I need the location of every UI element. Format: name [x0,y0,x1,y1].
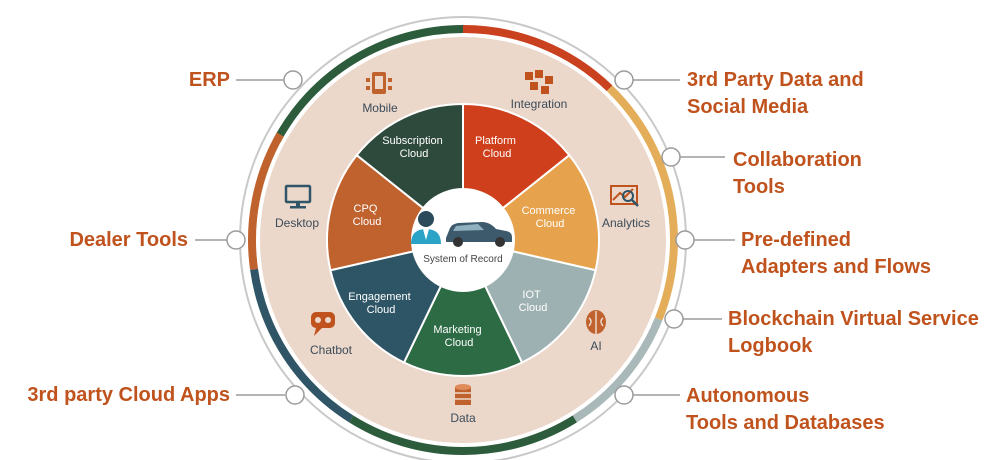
band-green-top [273,25,464,143]
mobile-label: Mobile [362,101,398,115]
third-party-data-callout[interactable]: 3rd Party Data and Social Media [687,67,864,121]
blockchain-line-2: Logbook [728,335,813,357]
erp-callout[interactable]: ERP [150,67,230,94]
cpq-cloud-label: CPQ Cloud [353,203,382,228]
blockchain-callout[interactable]: Blockchain Virtual Service Logbook [728,306,979,360]
autonomous-line-2: Tools and Databases [686,412,885,434]
chatbot-label: Chatbot [310,343,353,357]
data-label: Data [450,411,476,425]
third-party-cloud-apps-node[interactable] [285,385,305,405]
platform-cloud-label: Platform Cloud [475,135,519,160]
system-of-record-label: System of Record [423,254,502,265]
band-red-top [462,25,613,92]
dealer-tools-node[interactable] [226,230,246,250]
band-orange-left [248,132,284,270]
engagement-cloud-label: Engagement Cloud [348,291,413,316]
collaboration-tools-callout[interactable]: Collaboration Tools [733,147,862,201]
commerce-cloud-label: Commerce Cloud [522,205,579,230]
cloud-segments [326,102,600,377]
brain-icon [586,310,606,334]
dealer-tools-callout[interactable]: Dealer Tools [10,227,188,254]
desktop-label: Desktop [275,216,319,230]
integration-icon [525,70,553,94]
subscription-cloud-label: Subscription Cloud [382,135,446,160]
collaboration-tools-line-1: Collaboration [733,149,862,171]
band-green-bottom [349,415,577,455]
erp-node[interactable] [283,70,303,90]
third-party-data-node[interactable] [614,70,634,90]
third-party-cloud-apps-callout[interactable]: 3rd party Cloud Apps [0,382,230,409]
autonomous-node[interactable] [614,385,634,405]
collaboration-tools-node[interactable] [661,147,681,167]
predefined-adapters-line-1: Pre-defined [741,229,852,251]
person-icon [411,211,441,244]
blockchain-line-1: Blockchain Virtual Service [728,308,979,330]
marketing-cloud-label: Marketing Cloud [433,324,484,349]
mobile-icon [366,72,392,94]
predefined-adapters-line-2: Adapters and Flows [741,256,932,278]
analytics-icon [610,185,639,207]
predefined-adapters-node[interactable] [675,230,695,250]
colored-bands [248,25,678,455]
collaboration-tools-line-2: Tools [733,176,785,198]
third-party-data-line-1: 3rd Party Data and [687,69,864,91]
band-gray-right [572,317,663,423]
ai-label: AI [590,339,601,353]
desktop-icon [284,184,312,209]
analytics-label: Analytics [602,216,650,230]
blockchain-node[interactable] [664,309,684,329]
dealer-tools-label: Dealer Tools [69,229,188,251]
integration-label: Integration [511,97,568,111]
car-icon [446,222,512,247]
third-party-cloud-apps-label: 3rd party Cloud Apps [27,384,230,406]
connectors [195,70,735,405]
chatbot-icon [311,312,335,336]
autonomous-callout[interactable]: Autonomous Tools and Databases [686,383,885,437]
iot-cloud-label: IOT Cloud [519,289,548,314]
band-teal-left [250,268,354,423]
erp-label: ERP [188,69,230,91]
database-icon [455,384,471,405]
predefined-adapters-callout[interactable]: Pre-defined Adapters and Flows [741,227,931,281]
autonomous-line-1: Autonomous [686,385,810,407]
third-party-data-line-2: Social Media [687,96,809,118]
band-gold-right [606,85,678,321]
